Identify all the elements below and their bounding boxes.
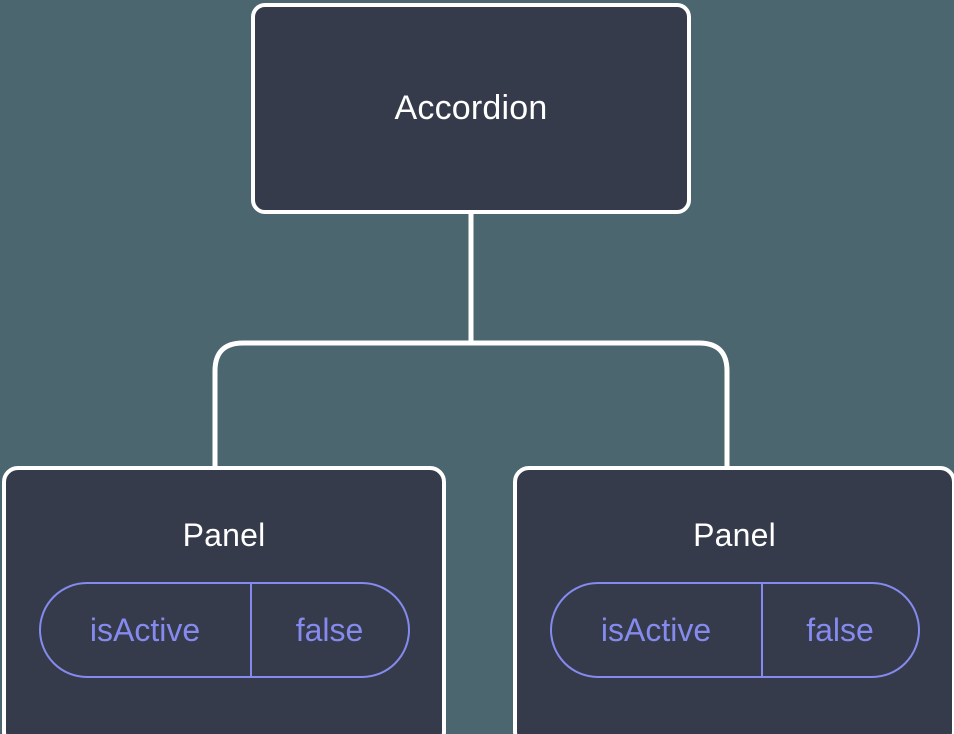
node-panel-1-prop-key: isActive [552,584,763,677]
node-panel-1-prop-value: false [806,612,874,649]
edge-bus-to-panel-1 [471,340,730,470]
node-accordion[interactable]: Accordion [251,3,691,214]
node-panel-0-prop-pill[interactable]: isActive false [38,582,410,679]
node-panel-1-prop-pill[interactable]: isActive false [549,582,920,679]
node-panel-0-prop-value: false [295,612,364,649]
node-panel-0-title: Panel [182,517,266,553]
edge-bus-to-panel-0 [212,340,471,470]
node-panel-1[interactable]: Panel isActive false [513,466,954,734]
node-panel-1-title: Panel [693,517,776,553]
node-panel-0-prop-key: isActive [41,584,252,677]
node-panel-0[interactable]: Panel isActive false [2,466,446,734]
node-accordion-title: Accordion [394,88,548,127]
